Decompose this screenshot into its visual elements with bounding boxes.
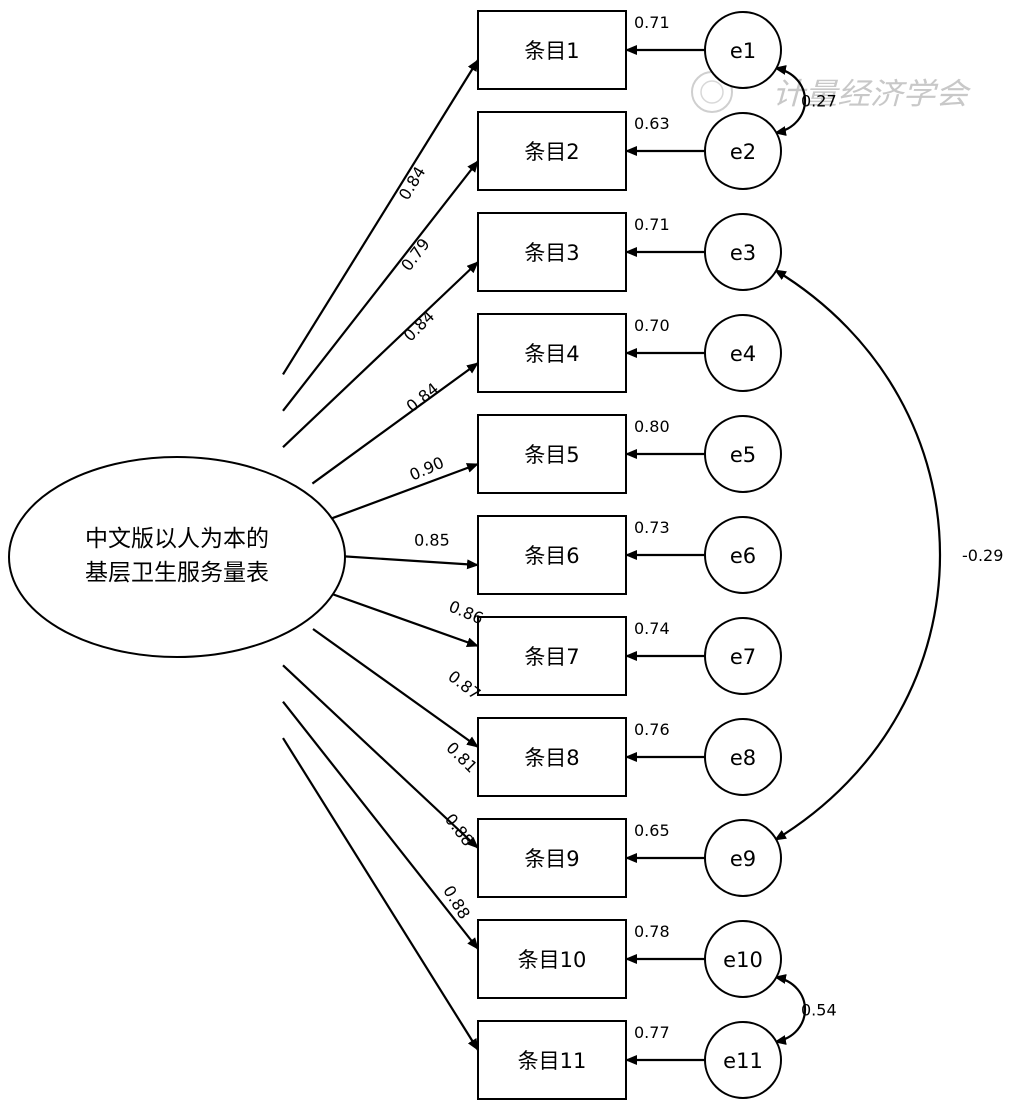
loading-path-11 bbox=[282, 737, 479, 1051]
error-label-10: e10 bbox=[723, 948, 763, 972]
error-label-3: e3 bbox=[730, 241, 756, 265]
loading-path-1 bbox=[282, 59, 479, 376]
r2-label-10: 0.78 bbox=[634, 922, 670, 941]
latent-factor-ellipse bbox=[8, 456, 346, 658]
item-box-5 bbox=[477, 414, 627, 494]
error-circle-11 bbox=[704, 1021, 782, 1099]
error-label-1: e1 bbox=[730, 39, 756, 63]
loading-path-4 bbox=[311, 362, 479, 485]
error-circle-7 bbox=[704, 617, 782, 695]
item-label-5: 条目5 bbox=[524, 443, 579, 467]
error-label-8: e8 bbox=[730, 746, 756, 770]
item-box-2 bbox=[477, 111, 627, 191]
latent-label-line2: 基层卫生服务量表 bbox=[85, 560, 269, 586]
loading-path-7 bbox=[327, 591, 479, 648]
error-circle-4 bbox=[704, 314, 782, 392]
item-label-10: 条目10 bbox=[518, 948, 587, 972]
error-label-7: e7 bbox=[730, 645, 756, 669]
loading-path-6 bbox=[342, 555, 479, 570]
watermark-seal-inner bbox=[700, 80, 724, 104]
covariance-path-2 bbox=[774, 269, 941, 841]
covariance-label-3: 0.54 bbox=[801, 1001, 837, 1020]
item-box-3 bbox=[477, 212, 627, 292]
item-label-2: 条目2 bbox=[524, 140, 579, 164]
r2-label-11: 0.77 bbox=[634, 1023, 670, 1042]
nodes-layer: 中文版以人为本的 基层卫生服务量表 条目1 e1 条目2 e2 条目3 e3 条目4 e4 条目… bbox=[8, 10, 782, 1100]
loading-path-8 bbox=[312, 628, 479, 748]
item-box-8 bbox=[477, 717, 627, 797]
error-label-9: e9 bbox=[730, 847, 756, 871]
item-label-9: 条目9 bbox=[524, 847, 579, 871]
covariance-label-2: -0.29 bbox=[962, 546, 1003, 565]
loading-path-10 bbox=[282, 701, 479, 950]
error-label-2: e2 bbox=[730, 140, 756, 164]
r2-label-4: 0.70 bbox=[634, 316, 670, 335]
item-box-6 bbox=[477, 515, 627, 595]
covariance-label-1: 0.27 bbox=[801, 92, 837, 111]
item-box-10 bbox=[477, 919, 627, 999]
r2-label-2: 0.63 bbox=[634, 114, 670, 133]
loading-path-2 bbox=[282, 160, 479, 412]
error-label-5: e5 bbox=[730, 443, 756, 467]
covariance-path-1 bbox=[774, 65, 807, 136]
edges-layer bbox=[282, 45, 941, 1065]
error-circle-6 bbox=[704, 516, 782, 594]
r2-label-9: 0.65 bbox=[634, 821, 670, 840]
r2-label-6: 0.73 bbox=[634, 518, 670, 537]
item-label-1: 条目1 bbox=[524, 39, 579, 63]
loading-label-2: 0.79 bbox=[397, 235, 434, 275]
error-label-4: e4 bbox=[730, 342, 756, 366]
item-label-6: 条目6 bbox=[524, 544, 579, 568]
r2-label-3: 0.71 bbox=[634, 215, 670, 234]
loading-label-6: 0.85 bbox=[414, 530, 450, 549]
item-label-11: 条目11 bbox=[518, 1049, 587, 1073]
latent-label-line1: 中文版以人为本的 bbox=[85, 526, 269, 552]
loading-label-5: 0.90 bbox=[407, 453, 447, 485]
item-label-8: 条目8 bbox=[524, 746, 579, 770]
r2-label-5: 0.80 bbox=[634, 417, 670, 436]
loading-label-3: 0.84 bbox=[400, 307, 439, 346]
loading-path-9 bbox=[282, 664, 479, 849]
item-box-9 bbox=[477, 818, 627, 898]
item-label-4: 条目4 bbox=[524, 342, 579, 366]
r2-label-7: 0.74 bbox=[634, 619, 670, 638]
error-label-6: e6 bbox=[730, 544, 756, 568]
item-label-3: 条目3 bbox=[524, 241, 579, 265]
error-circle-5 bbox=[704, 415, 782, 493]
r2-label-8: 0.76 bbox=[634, 720, 670, 739]
error-circle-2 bbox=[704, 112, 782, 190]
error-circle-8 bbox=[704, 718, 782, 796]
error-circle-1 bbox=[704, 11, 782, 89]
loading-path-5 bbox=[327, 462, 479, 521]
item-box-1 bbox=[477, 10, 627, 90]
item-label-7: 条目7 bbox=[524, 645, 579, 669]
loading-label-4: 0.84 bbox=[403, 379, 443, 416]
loading-path-3 bbox=[282, 261, 479, 448]
r2-label-1: 0.71 bbox=[634, 13, 670, 32]
item-box-7 bbox=[477, 616, 627, 696]
item-box-11 bbox=[477, 1020, 627, 1100]
error-circle-9 bbox=[704, 819, 782, 897]
loading-label-1: 0.84 bbox=[395, 163, 430, 203]
loading-label-7: 0.86 bbox=[446, 597, 486, 628]
error-circle-3 bbox=[704, 213, 782, 291]
error-label-11: e11 bbox=[723, 1049, 763, 1073]
loading-label-11: 0.88 bbox=[439, 882, 474, 922]
covariance-path-3 bbox=[774, 974, 807, 1045]
error-circle-10 bbox=[704, 920, 782, 998]
item-box-4 bbox=[477, 313, 627, 393]
